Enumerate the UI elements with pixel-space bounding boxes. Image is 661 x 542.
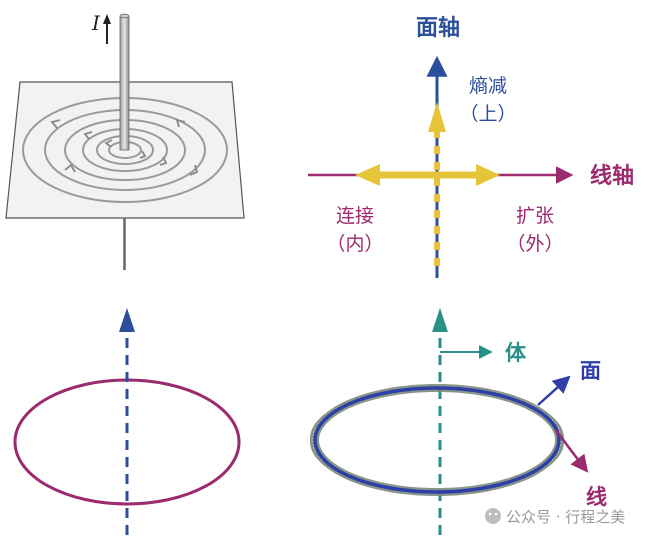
entropy-direction: （上） bbox=[459, 103, 516, 125]
current-label: I bbox=[91, 11, 101, 35]
ring-panel bbox=[13, 308, 241, 535]
face-arrow bbox=[537, 375, 571, 406]
line-label: 线 bbox=[586, 485, 607, 509]
current-wire bbox=[119, 15, 130, 151]
face-axis-label: 面轴 bbox=[416, 15, 460, 41]
face-label: 面 bbox=[580, 359, 601, 383]
watermark-text: 公众号 · 行程之美 bbox=[506, 508, 625, 526]
wire-field-panel: I bbox=[5, 11, 245, 270]
spring-torus-panel: 体 面 线 bbox=[309, 308, 607, 535]
torus-centerline bbox=[313, 386, 561, 494]
entropy-label: 熵减 bbox=[469, 75, 507, 97]
wechat-icon bbox=[485, 508, 501, 524]
connect-direction: （内） bbox=[326, 233, 383, 255]
yellow-up-arrow bbox=[428, 102, 446, 132]
axes-panel: 面轴 线轴 熵减 （上） 连接 （内） 扩张 （外） bbox=[308, 15, 634, 278]
body-label: 体 bbox=[505, 341, 527, 365]
yellow-right-arrow bbox=[476, 164, 500, 186]
line-axis-label: 线轴 bbox=[590, 163, 634, 189]
watermark: 公众号 · 行程之美 bbox=[485, 508, 625, 526]
line-arrow bbox=[554, 429, 589, 473]
expand-label: 扩张 bbox=[516, 205, 554, 227]
ring-axis-arrowhead bbox=[119, 308, 135, 332]
field-direction-arrows bbox=[50, 118, 199, 176]
yellow-left-arrow bbox=[355, 164, 380, 186]
spring-coil bbox=[309, 383, 565, 497]
expand-direction: （外） bbox=[506, 233, 563, 255]
torus-axis-arrowhead bbox=[432, 308, 448, 332]
connect-label: 连接 bbox=[336, 205, 374, 227]
